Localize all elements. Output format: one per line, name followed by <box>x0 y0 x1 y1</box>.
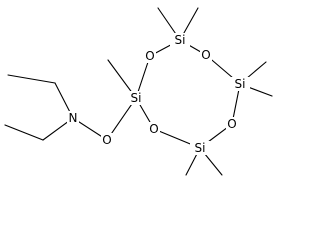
atom-si-right: Si <box>230 77 250 91</box>
bond-ethyl-upper-ch3 <box>7 74 56 84</box>
atom-o-bottom-left: O <box>148 122 160 136</box>
atom-o-link-label: O <box>102 133 111 147</box>
atom-n: N <box>67 111 79 125</box>
atom-o-top-right-label: O <box>201 48 210 62</box>
atom-o-top-left-label: O <box>145 49 154 63</box>
atom-si-top-label: Si <box>175 33 186 47</box>
atom-si-left-label: Si <box>131 91 142 105</box>
atom-o-link: O <box>101 133 113 147</box>
atom-n-label: N <box>69 111 78 125</box>
atom-o-top-left: O <box>144 49 156 63</box>
atom-si-left: Si <box>126 91 146 105</box>
atom-labels: Si O O Si O Si O Si <box>67 33 250 155</box>
molecule-structure: Si O O Si O Si O Si <box>4 7 273 176</box>
atom-si-bottom: Si <box>190 141 210 155</box>
atom-o-bottom-right-label: O <box>227 117 236 131</box>
atom-si-top: Si <box>170 33 190 47</box>
atom-o-bottom-left-label: O <box>149 122 158 136</box>
atom-o-top-right: O <box>200 48 212 62</box>
atom-si-right-label: Si <box>235 77 246 91</box>
bond-ethyl-lower-ch3 <box>4 124 44 141</box>
atom-o-bottom-right: O <box>226 117 238 131</box>
atom-si-bottom-label: Si <box>195 141 206 155</box>
